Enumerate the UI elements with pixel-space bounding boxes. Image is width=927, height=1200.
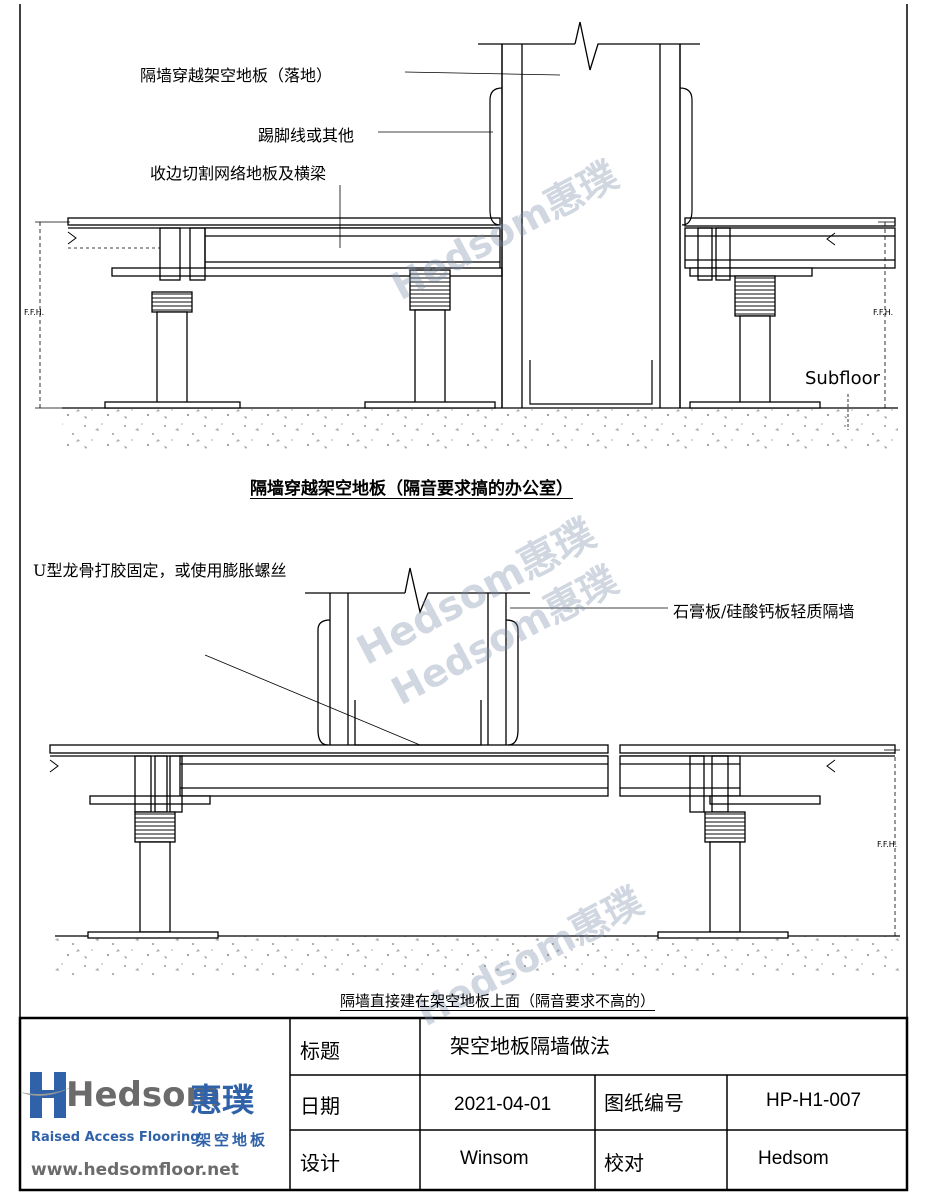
label-ffh-right: F.F.H. xyxy=(873,308,894,317)
design-value: Winsom xyxy=(460,1148,529,1169)
title-value: 架空地板隔墙做法 xyxy=(450,1034,610,1058)
top-detail xyxy=(35,21,898,450)
design-label: 设计 xyxy=(300,1151,340,1175)
logo-h-mark xyxy=(20,1072,74,1118)
logo-website: www.hedsomfloor.net xyxy=(31,1160,239,1180)
date-value: 2021-04-01 xyxy=(454,1094,552,1115)
logo-tagline-en: Raised Access Flooring xyxy=(31,1130,200,1145)
logo-brand-cn: 惠璞 xyxy=(190,1081,255,1119)
label-u-channel: U型龙骨打胶固定，或使用膨胀螺丝 xyxy=(33,561,287,580)
title-label: 标题 xyxy=(300,1039,340,1063)
check-value: Hedsom xyxy=(758,1148,829,1169)
label-subfloor: Subfloor xyxy=(805,368,881,389)
caption-bottom: 隔墙直接建在架空地板上面（隔音要求不高的） xyxy=(340,992,656,1010)
caption-top: 隔墙穿越架空地板（隔音要求搞的办公室） xyxy=(250,479,573,499)
bottom-detail xyxy=(49,567,900,976)
label-partition-through: 隔墙穿越架空地板（落地） xyxy=(140,66,333,85)
logo-brand-en: Hedsom xyxy=(66,1075,221,1115)
drawing-no-value: HP-H1-007 xyxy=(766,1090,862,1111)
sheet-border xyxy=(19,4,908,1190)
check-label: 校对 xyxy=(604,1151,644,1175)
label-gypsum-partition: 石膏板/硅酸钙板轻质隔墙 xyxy=(673,602,855,621)
label-skirting: 踢脚线或其他 xyxy=(258,126,355,145)
label-ffh-left: F.F.H. xyxy=(24,308,45,317)
title-block-grid xyxy=(18,1016,909,1192)
logo-tagline-cn: 架空地板 xyxy=(196,1131,269,1149)
date-label: 日期 xyxy=(300,1094,340,1118)
drawing-no-label: 图纸编号 xyxy=(604,1091,684,1115)
label-ffh-bottom: F.F.H. xyxy=(877,840,898,849)
label-edge-cut: 收边切割网络地板及横梁 xyxy=(150,164,327,183)
